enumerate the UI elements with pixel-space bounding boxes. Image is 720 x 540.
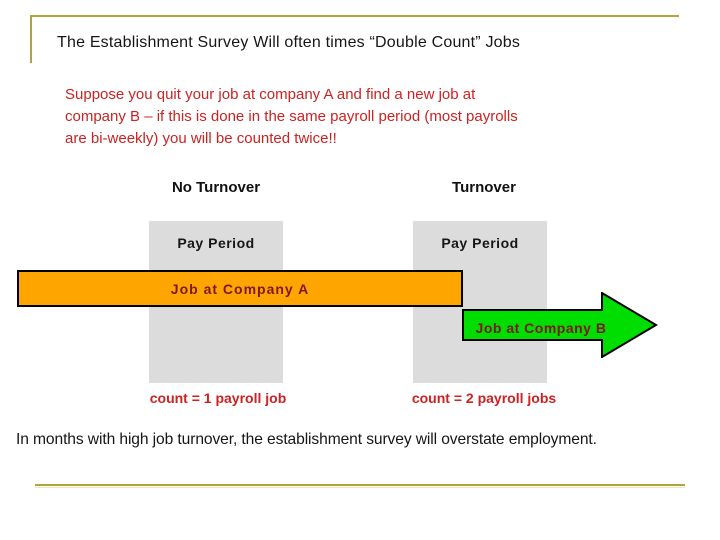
intro-line: are bi-weekly) you will be counted twice… (65, 130, 337, 147)
no-turnover-header: No Turnover (171, 179, 261, 196)
bottom-accent-rule-light (35, 487, 685, 488)
intro-line: Suppose you quit your job at company A a… (65, 86, 476, 103)
count-label-right: count = 2 payroll jobs (411, 390, 557, 406)
job-company-b-arrow (462, 292, 658, 358)
left-accent-rule (30, 15, 32, 63)
job-company-b-label: Job at Company B (475, 319, 607, 336)
pay-period-label-right: Pay Period (441, 235, 519, 251)
slide-title: The Establishment Survey Will often time… (57, 34, 521, 51)
turnover-header: Turnover (452, 179, 516, 196)
job-company-a-label: Job at Company A (170, 280, 310, 297)
conclusion-text: In months with high job turnover, the es… (16, 431, 597, 448)
pay-period-label-left: Pay Period (177, 235, 255, 251)
intro-line: company B – if this is done in the same … (65, 108, 518, 125)
top-accent-rule (30, 15, 679, 17)
job-company-a-bar: Job at Company A (17, 270, 463, 307)
bottom-accent-rule (35, 484, 685, 486)
count-label-left: count = 1 payroll job (149, 390, 287, 406)
intro-paragraph: Suppose you quit your job at company A a… (65, 84, 645, 150)
